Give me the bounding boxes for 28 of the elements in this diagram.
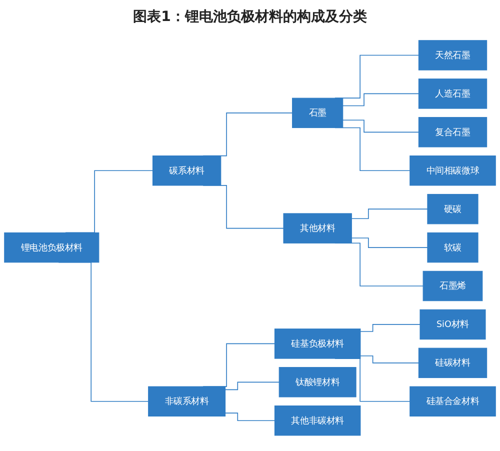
node-box: 石墨烯 — [422, 270, 483, 301]
connector — [342, 119, 420, 132]
node-box: 硬碳 — [427, 194, 478, 224]
node-box: 软碳 — [427, 232, 478, 262]
connector — [224, 412, 276, 421]
node-box: 硅基合金材料 — [410, 386, 496, 416]
node-box: 锂电池负极材料 — [4, 232, 100, 262]
node-box: 其他材料 — [283, 212, 352, 243]
node-box: 天然石墨 — [418, 40, 488, 70]
connector — [224, 381, 280, 390]
connector — [360, 355, 420, 363]
node-box: 硅基负极材料 — [274, 328, 361, 358]
diagram-title: 图表1：锂电池负极材料的构成及分类 — [132, 8, 368, 27]
node-box: 碳系材料 — [152, 155, 222, 186]
connector — [58, 262, 149, 402]
node-box: 中间相碳微球 — [410, 155, 496, 186]
connector — [360, 324, 420, 332]
node-box: SiO材料 — [420, 308, 486, 340]
connector — [351, 208, 428, 219]
node-box: 复合石墨 — [418, 116, 488, 147]
node-box: 非碳系材料 — [148, 386, 226, 416]
node-box: 钛酸锂材料 — [278, 366, 356, 397]
node-box: 人造石墨 — [418, 78, 488, 108]
node-box: 其他非碳材料 — [274, 405, 361, 436]
connector — [351, 237, 428, 248]
connector — [342, 92, 420, 106]
node-box: 石墨 — [292, 97, 344, 128]
node-box: 硅碳材料 — [418, 347, 488, 378]
